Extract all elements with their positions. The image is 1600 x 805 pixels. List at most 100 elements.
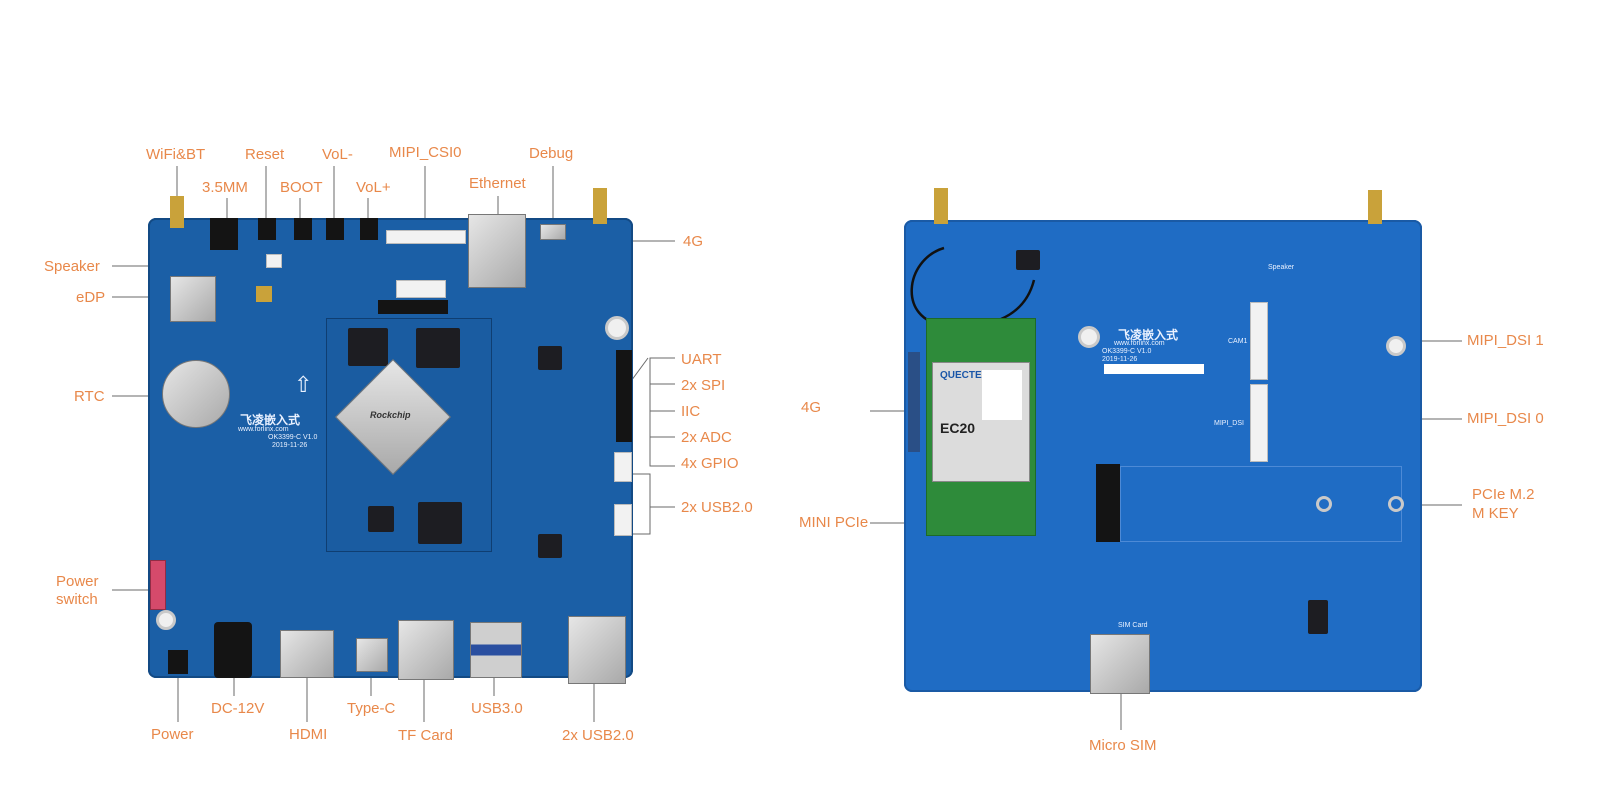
label-pcie-m2-line1: PCIe M.2 — [1472, 486, 1535, 503]
gpio-header — [616, 350, 632, 442]
label-uart: UART — [681, 351, 722, 368]
label-mipi-dsi0: MIPI_DSI 0 — [1467, 410, 1544, 427]
label-vol-plus: VoL+ — [356, 179, 391, 196]
power-switch — [150, 560, 166, 610]
label-type-c: Type-C — [347, 700, 396, 717]
label-power-switch-line2: switch — [56, 591, 98, 608]
label-pcie-m2-line2: M KEY — [1472, 505, 1519, 522]
label-power-switch-line1: Power — [56, 573, 99, 590]
back-ic-2 — [1308, 600, 1328, 634]
label-mipi-csi0: MIPI_CSI0 — [389, 144, 462, 161]
mount-hole-2 — [156, 610, 176, 630]
mipi-dsi0-connector — [1250, 384, 1268, 462]
power-button — [168, 650, 188, 674]
label-boot: BOOT — [280, 179, 323, 196]
typec-port — [356, 638, 388, 672]
dc-jack — [214, 622, 252, 678]
serial-sticker — [1104, 364, 1204, 374]
module-brand: QUECTEL — [940, 370, 988, 381]
back-board: QUECTEL EC20 CAM1 MIPI_DSI Speaker 飞凌嵌入式… — [904, 188, 1422, 694]
ic-right-1 — [538, 346, 562, 370]
sim-card-slot — [1090, 634, 1150, 694]
label-micro-sim: Micro SIM — [1089, 737, 1157, 754]
m2-connector — [1096, 464, 1120, 542]
speaker-print: Speaker — [1268, 264, 1295, 271]
back-hole-2 — [1386, 336, 1406, 356]
label-ethernet: Ethernet — [469, 175, 526, 192]
label-tf-card: TF Card — [398, 727, 454, 744]
label-usb30: USB3.0 — [471, 700, 523, 717]
4g-antenna-connector — [593, 188, 607, 224]
debug-usb-connector — [540, 224, 566, 240]
cam1-print: CAM1 — [1228, 338, 1248, 345]
label-2x-usb20-bottom: 2x USB2.0 — [562, 727, 634, 744]
label-power: Power — [151, 726, 194, 743]
memory-chip-1 — [348, 328, 388, 366]
back-hole-1 — [1078, 326, 1100, 348]
mipi-csi-connector — [386, 230, 466, 244]
module-sticker — [982, 370, 1022, 420]
label-2x-spi: 2x SPI — [681, 377, 726, 394]
tf-card-slot — [398, 620, 454, 680]
header-edp — [378, 300, 448, 314]
boot-button — [294, 218, 312, 240]
front-brand-print: 飞凌嵌入式 — [240, 413, 301, 427]
back-ic-1 — [1016, 250, 1040, 270]
mipi-dsi-print: MIPI_DSI — [1214, 420, 1244, 427]
m2-outline — [1120, 466, 1402, 542]
back-model-print: OK3399-C V1.0 — [1102, 348, 1152, 355]
back-antenna-2 — [1368, 190, 1382, 224]
vol-minus-button — [326, 218, 344, 240]
label-2x-adc: 2x ADC — [681, 429, 732, 446]
debug-connector — [396, 280, 446, 298]
back-brand-print: 飞凌嵌入式 — [1118, 328, 1179, 342]
label-edp: eDP — [76, 289, 106, 306]
front-board: Rockchip 飞凌嵌入式 www.forlinx.com OK3399-C … — [148, 188, 633, 684]
memory-chip-3 — [418, 502, 462, 544]
sim-print: SIM Card — [1118, 622, 1148, 629]
mipi-dsi1-connector — [1250, 302, 1268, 380]
label-dc-12v: DC-12V — [211, 700, 265, 717]
label-iic: IIC — [681, 403, 701, 420]
usb30-port — [470, 622, 522, 678]
speaker-connector — [266, 254, 282, 268]
m2-standoff-2 — [1388, 496, 1404, 512]
reset-button — [258, 218, 276, 240]
vol-plus-button — [360, 218, 378, 240]
label-hdmi: HDMI — [289, 726, 328, 743]
ethernet-jack — [468, 214, 526, 288]
label-4g-back: 4G — [801, 399, 822, 416]
front-model-print: OK3399-C V1.0 — [268, 434, 318, 441]
label-mipi-dsi1: MIPI_DSI 1 — [1467, 332, 1544, 349]
arrow-print: ⇧ — [294, 372, 313, 397]
edp-connector — [256, 286, 272, 302]
label-speaker: Speaker — [44, 258, 100, 275]
front-date-print: 2019-11-26 — [272, 442, 308, 449]
mount-hole-1 — [605, 316, 629, 340]
memory-chip-2 — [416, 328, 460, 368]
wifi-module — [170, 276, 216, 322]
usb20-port — [568, 616, 626, 684]
label-4x-gpio: 4x GPIO — [681, 455, 739, 472]
hdmi-port — [280, 630, 334, 678]
usb20-header-1 — [614, 452, 632, 482]
back-date-print: 2019-11-26 — [1102, 356, 1138, 363]
label-rtc: RTC — [74, 388, 105, 405]
pmic-chip — [368, 506, 394, 532]
label-reset: Reset — [245, 146, 285, 163]
label-debug: Debug — [529, 145, 574, 162]
wifi-antenna-connector — [170, 196, 184, 228]
label-2x-usb20-right: 2x USB2.0 — [681, 499, 753, 516]
ic-right-2 — [538, 534, 562, 558]
label-vol-minus: VoL- — [322, 146, 353, 163]
back-edge-connector — [908, 352, 920, 452]
front-site-print: www.forlinx.com — [238, 426, 289, 433]
back-antenna-1 — [934, 188, 948, 224]
module-name: EC20 — [940, 420, 976, 436]
audio-jack — [210, 218, 238, 250]
back-site-print: www.forlinx.com — [1114, 340, 1165, 347]
label-3-5mm: 3.5MM — [202, 179, 248, 196]
soc-label: Rockchip — [370, 410, 411, 420]
label-wifi-bt: WiFi&BT — [146, 146, 206, 163]
label-4g-front: 4G — [683, 233, 704, 250]
